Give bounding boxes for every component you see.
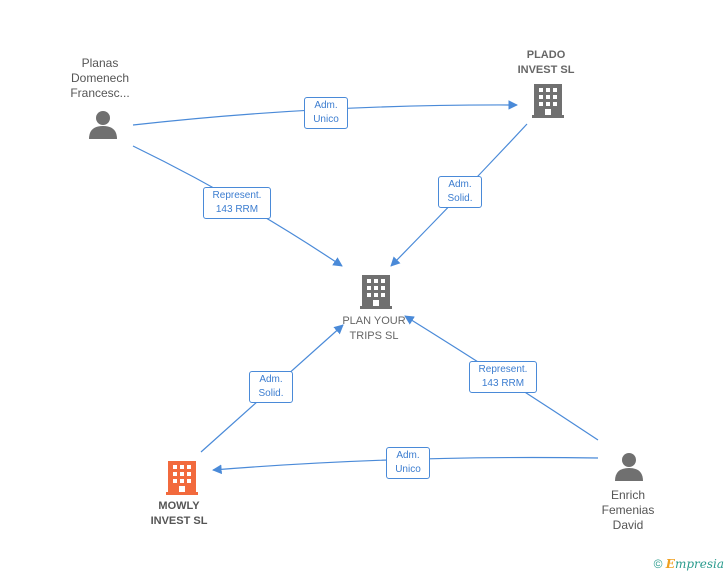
building-icon[interactable]	[166, 461, 198, 495]
edge-label-planas-plado[interactable]: Adm. Unico	[304, 97, 348, 129]
node-label-enrich[interactable]: Enrich Femenias David	[601, 488, 655, 532]
edge-label-plado-plan[interactable]: Adm. Solid.	[438, 176, 482, 208]
node-label-planas[interactable]: Planas Domenech Francesc...	[70, 56, 130, 100]
edge-label-mowly-plan[interactable]: Adm. Solid.	[249, 371, 293, 403]
edge-label-enrich-mowly[interactable]: Adm. Unico	[386, 447, 430, 479]
node-label-plado[interactable]: PLADO INVEST SL	[517, 49, 575, 76]
node-label-mowly[interactable]: MOWLY INVEST SL	[150, 500, 208, 527]
logo-initial: E	[665, 557, 675, 571]
edge-label-enrich-plan[interactable]: Represent. 143 RRM	[469, 361, 537, 393]
copyright-icon: ©	[653, 557, 663, 571]
building-icon[interactable]	[532, 84, 564, 118]
node-label-plan-your-trips[interactable]: PLAN YOUR TRIPS SL	[342, 315, 406, 342]
building-icon[interactable]	[360, 275, 392, 309]
empresia-logo: © Empresia	[654, 557, 724, 571]
logo-text: mpresia	[674, 557, 724, 571]
person-icon[interactable]	[89, 111, 117, 139]
person-icon[interactable]	[615, 453, 643, 481]
edge-label-planas-plan[interactable]: Represent. 143 RRM	[203, 187, 271, 219]
